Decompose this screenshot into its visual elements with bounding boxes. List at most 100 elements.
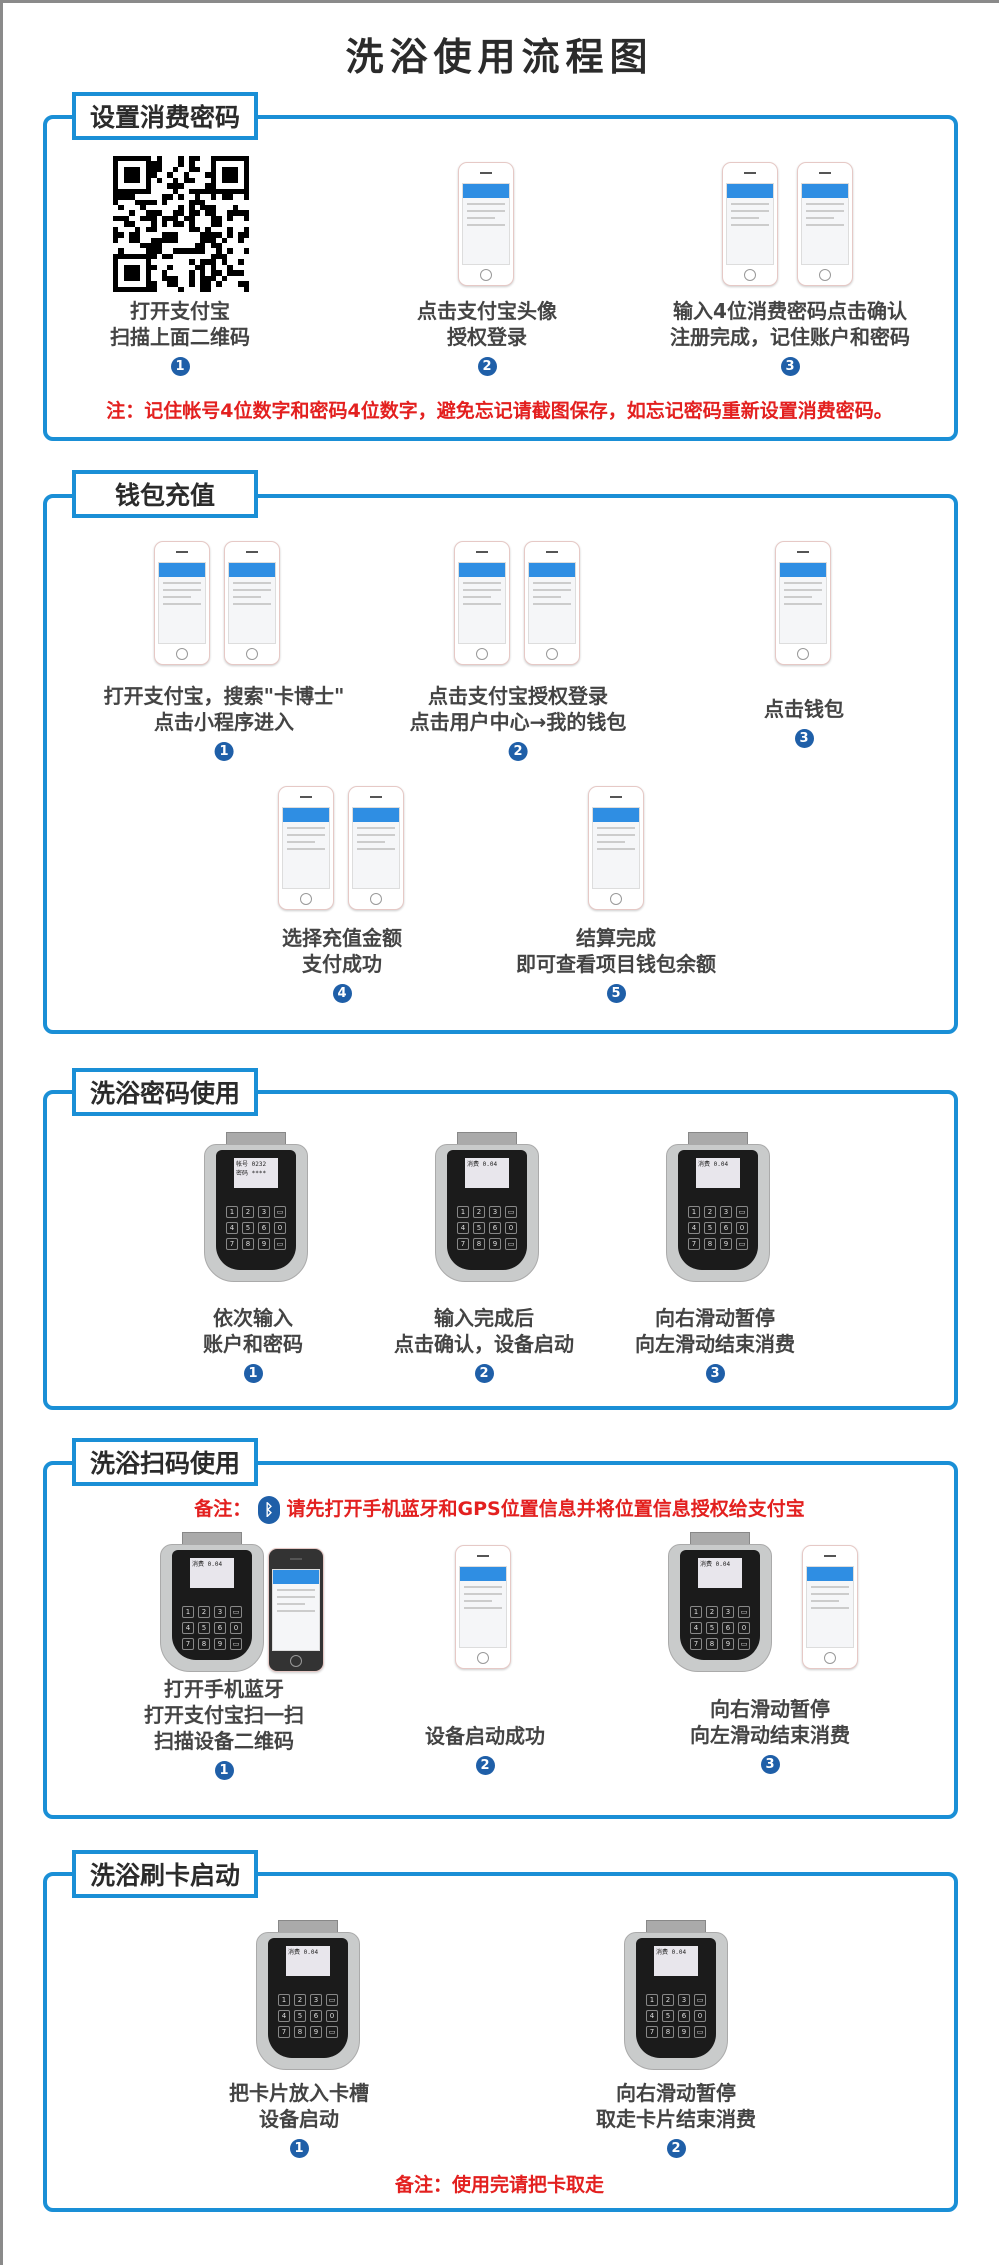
caption-line: 输入完成后 [434,1306,534,1330]
caption-line: 设备启动成功 [425,1724,545,1748]
key: 4 [182,1622,194,1634]
key: 8 [294,2026,306,2038]
speaker [819,172,831,174]
lcd-screen: 消费 0.04 [698,1558,742,1588]
key: 3 [310,1994,322,2006]
home-button [744,269,756,281]
home-button [290,1655,302,1667]
caption-line: 点击确认，设备启动 [394,1332,574,1356]
key: ▭ [694,2026,706,2038]
phone-screenshot [458,162,514,286]
caption-line: 授权登录 [447,325,527,349]
caption-line: 结算完成 [576,926,656,950]
key: 1 [690,1606,702,1618]
note-text: 请先打开手机蓝牙和GPS位置信息并将位置信息授权给支付宝 [286,1498,805,1520]
phone-screenshot [802,1545,858,1669]
key: 7 [690,1638,702,1650]
key: ▭ [274,1206,286,1218]
key: 9 [214,1638,226,1650]
caption-line: 扫描上面二维码 [110,325,250,349]
card-note: 备注：使用完请把卡取走 [394,2174,604,2196]
speaker [370,796,382,798]
key: 8 [242,1238,254,1250]
home-button [480,269,492,281]
app-header [807,1567,853,1581]
step-number-badge: 1 [243,1364,263,1383]
key: 0 [694,2010,706,2022]
caption-line: 打开支付宝 [130,299,230,323]
key: ▭ [694,1994,706,2006]
key: 8 [198,1638,210,1650]
phone-screen [282,807,330,889]
speaker [176,551,188,553]
key: ▭ [230,1638,242,1650]
key: 8 [473,1238,485,1250]
phone-screen [458,562,506,644]
phone-screen [592,807,640,889]
caption-line: 点击钱包 [764,697,844,721]
key: 0 [230,1622,242,1634]
page-title: 洗浴使用流程图 [345,35,654,79]
phone-screen [462,183,510,265]
key: 8 [704,1238,716,1250]
key: 5 [294,2010,306,2022]
caption-line: 输入4位消费密码点击确认 [673,299,907,323]
app-header [159,563,205,577]
caption-line: 支付成功 [302,952,382,976]
phone-screen [779,562,827,644]
key: 7 [278,2026,290,2038]
key: 4 [278,2010,290,2022]
phone-screen [228,562,276,644]
caption-line: 向左滑动结束消费 [690,1723,850,1747]
caption-line: 向右滑动暂停 [616,2081,736,2105]
key: 3 [678,1994,690,2006]
step-number-badge: 1 [214,1761,234,1780]
app-header [780,563,826,577]
key: 1 [688,1206,700,1218]
key: ▭ [274,1238,286,1250]
app-header [529,563,575,577]
key: 9 [678,2026,690,2038]
app-header [273,1570,319,1584]
page-border [0,0,999,3]
caption-line: 打开手机蓝牙 [164,1677,284,1701]
key: 1 [646,1994,658,2006]
key: 2 [704,1206,716,1218]
bluetooth-note: 备注： ᛒ 请先打开手机蓝牙和GPS位置信息并将位置信息授权给支付宝 [0,1494,999,1524]
key: 1 [457,1206,469,1218]
step-number-badge: 1 [214,742,234,761]
phone-screenshot [278,786,334,910]
lcd-line: 消费 0.04 [467,1161,498,1168]
caption-line: 依次输入 [213,1306,293,1330]
app-header [463,184,509,198]
app-header [727,184,773,198]
section-label: 洗浴密码使用 [72,1068,258,1116]
key: 3 [722,1606,734,1618]
step-number-badge: 2 [477,357,497,376]
caption-line: 取走卡片结束消费 [596,2107,756,2131]
key: 4 [688,1222,700,1234]
home-button [176,648,188,660]
home-button [797,648,809,660]
lcd-line: 消费 0.04 [698,1161,729,1168]
caption-line: 把卡片放入卡槽 [229,2081,369,2105]
caption-line: 向右滑动暂停 [710,1697,830,1721]
lcd-screen: 消费 0.04 [465,1158,509,1188]
phone-screen [726,183,774,265]
